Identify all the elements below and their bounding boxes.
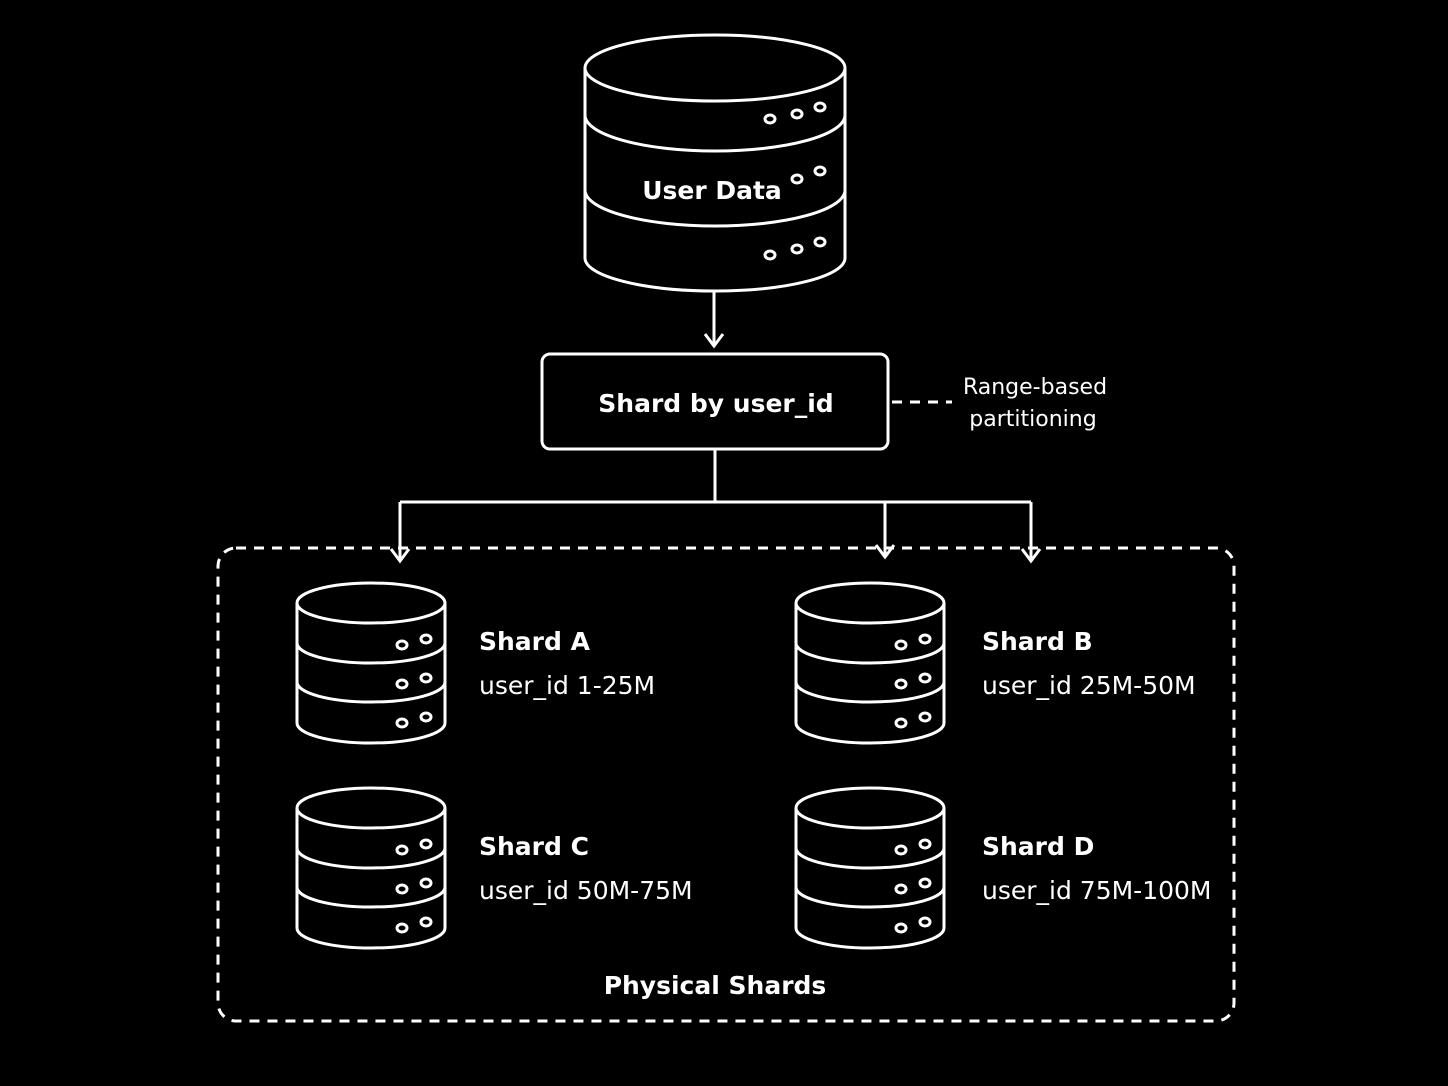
shard-a-name: Shard A [479,627,591,656]
shard-c-database-icon [295,786,447,950]
shard-d-name: Shard D [982,832,1094,861]
note-line-2: partitioning [969,407,1096,432]
distribution-arrows [389,450,1042,564]
source-database-icon [583,33,847,293]
arrow-source-to-shard [703,292,725,349]
shard-b-range: user_id 25M-50M [982,671,1196,700]
shard-step-box [540,352,890,451]
shard-c-name: Shard C [479,832,589,861]
shard-a-database-icon [295,581,447,745]
shard-c-range: user_id 50M-75M [479,876,693,905]
shard-a-range: user_id 1-25M [479,671,655,700]
source-database-label: User Data [642,176,782,205]
note-line-1: Range-based [963,375,1107,400]
physical-shards-label: Physical Shards [604,971,827,1000]
shard-d-database-icon [794,786,946,950]
shard-b-database-icon [794,581,946,745]
shard-b-name: Shard B [982,627,1093,656]
shard-step-label: Shard by user_id [598,389,833,418]
physical-shards-group [216,546,1236,1023]
shard-d-range: user_id 75M-100M [982,876,1211,905]
